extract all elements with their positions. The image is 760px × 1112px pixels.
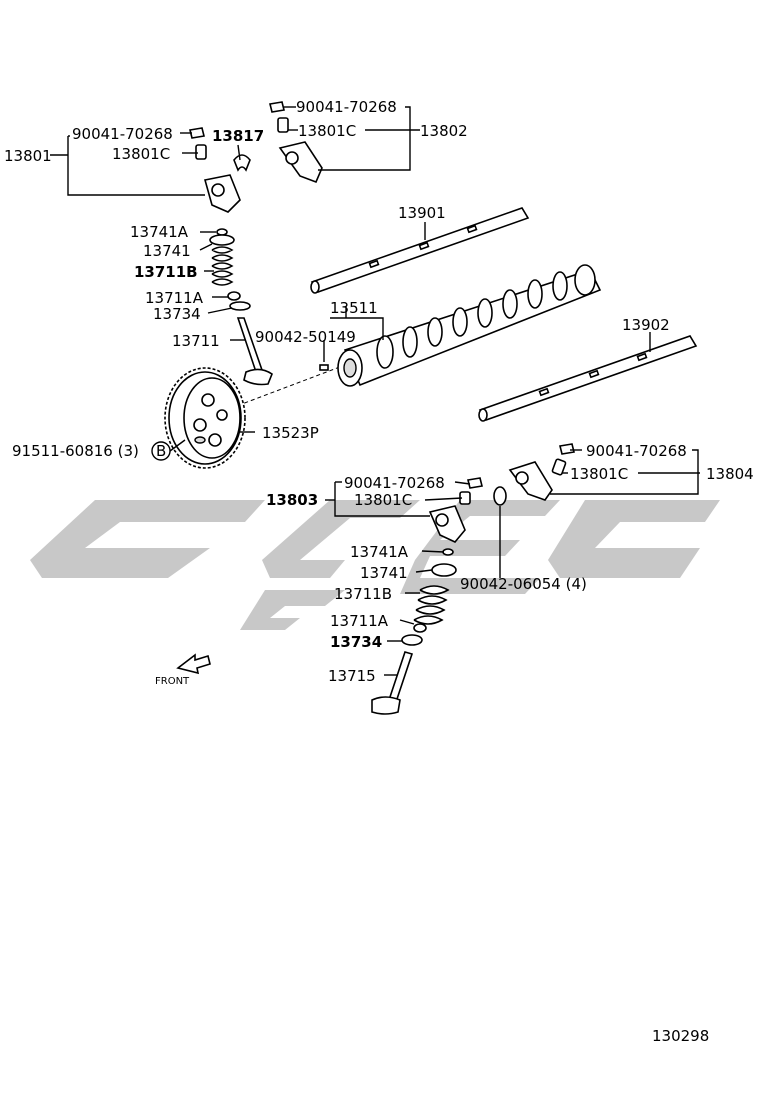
diagram-code: 130298	[652, 1027, 709, 1045]
label-13804: 13804	[706, 465, 754, 483]
label-13715: 13715	[328, 667, 376, 685]
label-90041-70268-a: 90041-70268	[72, 125, 173, 143]
label-13802: 13802	[420, 122, 468, 140]
label-90042-06054: 90042-06054 (4)	[460, 575, 587, 593]
label-13741-b: 13741	[360, 564, 408, 582]
label-13817: 13817	[212, 127, 264, 145]
rocker-arm-lower-right	[508, 443, 575, 501]
label-13901: 13901	[398, 204, 446, 222]
valve-spring-lower	[401, 548, 457, 646]
label-13803: 13803	[266, 491, 318, 509]
label-90041-70268-b: 90041-70268	[296, 98, 397, 116]
label-13711a-a: 13711A	[145, 289, 204, 307]
label-13801c-b: 13801C	[298, 122, 356, 140]
rocker-shaft-13902	[478, 335, 698, 422]
leader-lines	[50, 106, 700, 676]
callout-b-circle	[151, 441, 171, 461]
label-13801: 13801	[4, 147, 52, 165]
label-13734-b: 13734	[330, 633, 382, 651]
valve-lower	[371, 651, 414, 715]
label-91511-60816: 91511-60816 (3)	[12, 442, 139, 460]
label-front: FRONT	[155, 676, 190, 687]
valve-upper-left	[236, 317, 273, 386]
label-13711: 13711	[172, 332, 220, 350]
watermark-logo	[30, 500, 720, 630]
rocker-arm-upper-right	[269, 101, 323, 184]
label-13741a-b: 13741A	[350, 543, 409, 561]
valve-spring-upper-left	[209, 228, 251, 311]
washer-90042-06054	[493, 486, 507, 506]
label-90042-50149: 90042-50149	[255, 328, 356, 346]
label-13711b-a: 13711B	[134, 263, 198, 281]
rocker-shaft-13901	[310, 207, 530, 294]
label-90041-70268-d: 90041-70268	[344, 474, 445, 492]
pin-90042-50149	[319, 364, 329, 371]
part-labels: 13801 90041-70268 13801C 13817 90041-702…	[4, 98, 754, 1045]
label-13801c-d: 13801C	[354, 491, 412, 509]
rocker-arm-upper-left	[203, 174, 241, 213]
label-13741-a: 13741	[143, 242, 191, 260]
label-13734-a: 13734	[153, 305, 201, 323]
valve-keeper-upper-left	[233, 154, 251, 172]
label-13711b-b: 13711B	[334, 585, 392, 603]
label-13801c-a: 13801C	[112, 145, 170, 163]
camshaft-timing-gear	[164, 367, 246, 469]
label-13711a-b: 13711A	[330, 612, 389, 630]
label-13902: 13902	[622, 316, 670, 334]
label-90041-70268-c: 90041-70268	[586, 442, 687, 460]
camshaft-13511	[337, 264, 602, 387]
label-13511: 13511	[330, 299, 378, 317]
label-b: B	[156, 442, 166, 460]
adjust-screw-upper-left	[189, 127, 207, 160]
label-13523p: 13523P	[262, 424, 319, 442]
front-arrow-icon	[176, 653, 211, 675]
rocker-arm-lower-left	[428, 477, 483, 543]
label-13801c-c: 13801C	[570, 465, 628, 483]
label-13741a-a: 13741A	[130, 223, 189, 241]
